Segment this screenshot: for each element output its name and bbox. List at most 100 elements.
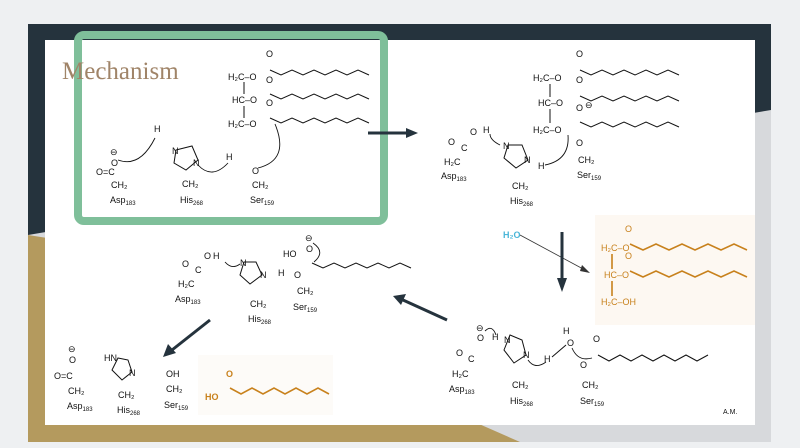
atom-label: H₂C–O: [533, 73, 562, 83]
alkyl-chain: [629, 243, 748, 251]
atom-label: O: [625, 224, 632, 234]
residue-label: Ser159: [577, 170, 602, 182]
atom-label: O=C: [54, 371, 73, 381]
atom-label: HO: [205, 392, 219, 402]
atom-label: HC–O: [232, 95, 257, 105]
atom-label: H: [226, 152, 233, 162]
residue-label: Asp183: [441, 171, 467, 183]
atom-label: O: [625, 251, 632, 261]
atom-label: N: [503, 141, 510, 151]
atom-label: C: [195, 265, 202, 275]
electron-arrow: [544, 134, 569, 166]
alkyl-chain: [579, 121, 680, 128]
residue-label: Asp183: [67, 401, 93, 413]
atom-label: O: [576, 138, 583, 148]
atom-label: O: [580, 360, 587, 370]
residue-label: His268: [510, 196, 534, 208]
bond: [111, 357, 133, 381]
bond: [239, 261, 263, 285]
alkyl-chain: [269, 69, 370, 76]
atom-label: N: [172, 146, 179, 156]
fatty-acid-product: HO O: [198, 355, 333, 415]
alkyl-chain: [597, 354, 709, 362]
atom-label: O: [226, 369, 233, 379]
atom-label: H: [492, 332, 499, 342]
atom-label: C: [461, 143, 468, 153]
electron-arrow: [489, 133, 501, 146]
atom-label: OH: [166, 369, 180, 379]
atom-label: H₂C–O: [228, 72, 257, 82]
atom-label: H₂C: [178, 279, 195, 289]
atom-label: O: [306, 244, 313, 254]
atom-label: O: [448, 137, 455, 147]
residue-label: His268: [117, 405, 141, 417]
atom-label: CH₂: [111, 180, 128, 190]
atom-label: H₂C: [452, 369, 469, 379]
atom-label: O: [111, 158, 118, 168]
atom-label: CH₂: [582, 380, 599, 390]
electron-arrow: [257, 123, 281, 169]
atom-label: CH₂: [118, 390, 135, 400]
water-label: H₂O: [503, 230, 521, 240]
atom-label: HC–O: [538, 98, 563, 108]
atom-label: HN: [104, 353, 117, 363]
atom-label: N: [260, 270, 267, 280]
alkyl-chain: [579, 69, 680, 76]
atom-label: O: [266, 98, 273, 108]
step5-products: ⊖ O O=C CH₂ Asp183 HN N CH₂ His268 OH CH…: [54, 344, 189, 417]
atom-label: N: [193, 158, 200, 168]
bond: [551, 344, 567, 358]
electron-arrow: [484, 327, 497, 336]
atom-label: N: [129, 368, 136, 378]
atom-label: O=C: [96, 167, 115, 177]
atom-label: CH₂: [512, 181, 529, 191]
atom-label: O: [252, 166, 259, 176]
atom-label: N: [523, 350, 530, 360]
atom-label: H₂C–O: [228, 119, 257, 129]
atom-label: O: [182, 259, 189, 269]
step1-structure: H₂C–O HC–O H₂C–O O O O ⊖ O O=C CH₂ Asp18…: [96, 49, 370, 207]
atom-label: CH₂: [252, 180, 269, 190]
atom-label: N: [524, 155, 531, 165]
electron-arrow: [224, 261, 241, 267]
hydrolysis-arrows: [519, 232, 590, 292]
residue-label: His268: [248, 314, 272, 326]
atom-label: ⊖: [110, 147, 118, 157]
atom-label: O: [477, 333, 484, 343]
atom-label: O: [69, 355, 76, 365]
atom-label: O: [266, 75, 273, 85]
atom-label: O: [567, 338, 574, 348]
residue-label: Ser159: [293, 302, 318, 314]
atom-label: O: [576, 103, 583, 113]
atom-label: ⊖: [476, 323, 484, 333]
atom-label: CH₂: [250, 299, 267, 309]
electron-arrow: [117, 137, 156, 163]
atom-label: O: [456, 348, 463, 358]
atom-label: ⊖: [585, 100, 593, 110]
electron-arrow: [571, 347, 593, 360]
atom-label: CH₂: [166, 384, 183, 394]
atom-label: O: [576, 75, 583, 85]
atom-label: CH₂: [578, 155, 595, 165]
residue-label: His268: [180, 195, 204, 207]
residue-label: Ser159: [580, 396, 605, 408]
step3-structure: ⊖ O H O C H₂C Asp183 N N CH₂ His268 H O …: [449, 323, 709, 408]
reaction-arrow-right: [368, 128, 418, 138]
step2-structure: H₂C–O HC–O H₂C–O O O O ⊖ O CH₂ Ser159 O …: [441, 49, 680, 208]
atom-label: CH₂: [297, 286, 314, 296]
residue-label: His268: [510, 396, 534, 408]
atom-label: N: [504, 335, 511, 345]
residue-label: Asp183: [175, 294, 201, 306]
bond: [503, 334, 527, 364]
atom-label: H: [278, 268, 285, 278]
residue-label: Asp183: [110, 195, 136, 207]
electron-arrow: [197, 162, 229, 173]
atom-label: H: [154, 124, 161, 134]
atom-label: H: [544, 354, 551, 364]
atom-label: H: [483, 125, 490, 135]
atom-label: H₂C–O: [601, 243, 630, 253]
alkyl-chain: [629, 270, 748, 278]
reaction-arrow-down-left: [163, 318, 211, 357]
alkyl-chain: [269, 93, 370, 100]
alkyl-chain: [229, 387, 330, 395]
